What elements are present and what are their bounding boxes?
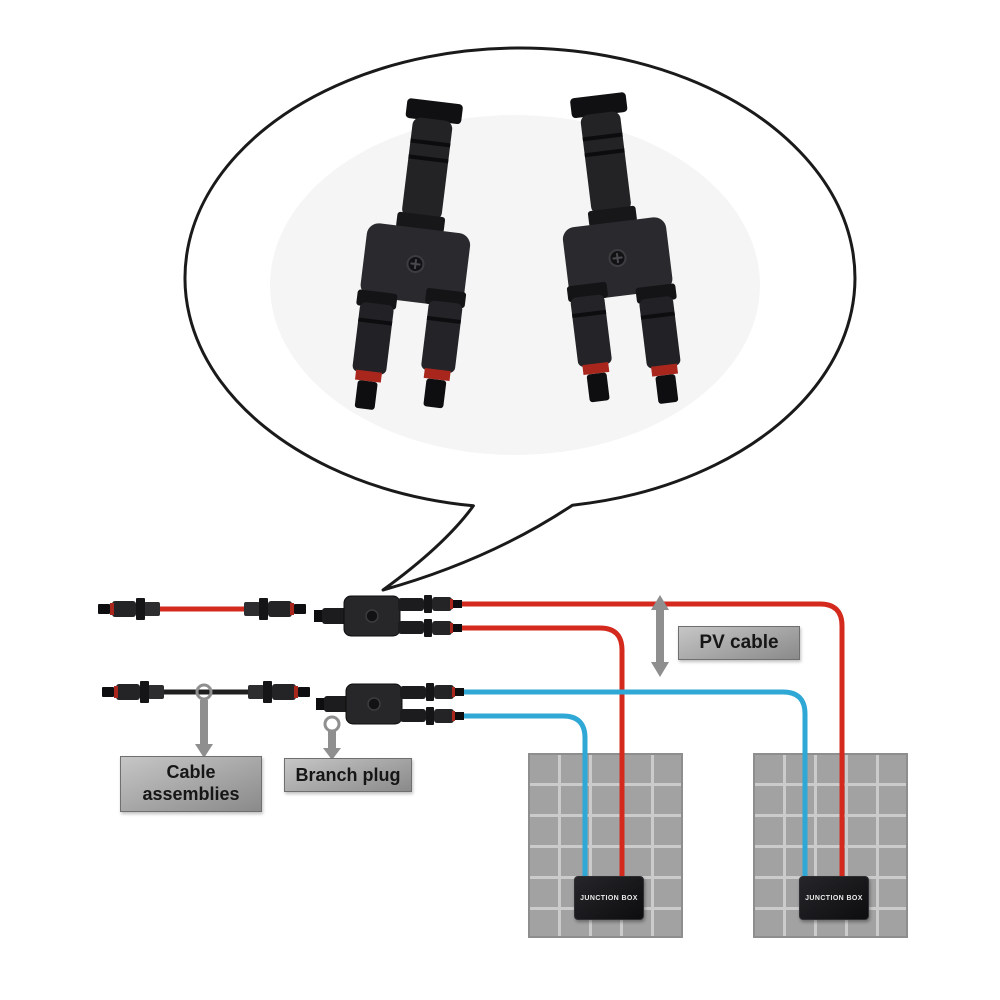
mc4-connector xyxy=(244,598,306,620)
cable-assemblies-arrow xyxy=(195,683,213,758)
speech-bubble xyxy=(183,46,857,592)
pv-cable-red-right xyxy=(462,601,845,880)
solar-panel-right xyxy=(753,753,908,938)
mc4-connector xyxy=(98,598,160,620)
pv-cable-blue-left xyxy=(464,713,588,880)
branch-plug-top xyxy=(313,595,462,637)
junction-box-right: JUNCTION BOX xyxy=(799,876,869,920)
junction-box-label: JUNCTION BOX xyxy=(805,894,863,902)
junction-box-left: JUNCTION BOX xyxy=(574,876,644,920)
mc4-connector xyxy=(426,683,464,701)
pv-cable-arrow xyxy=(651,595,669,677)
mc4-connector xyxy=(424,595,462,613)
branch-plug-arrow xyxy=(323,715,341,760)
pv-cable-red-left xyxy=(462,625,625,880)
cable-assembly-black xyxy=(102,681,310,703)
mc4-connector xyxy=(424,619,462,637)
solar-panel-left xyxy=(528,753,683,938)
pv-cable-label: PV cable xyxy=(678,626,800,660)
photo-background xyxy=(270,115,760,455)
mc4-connector xyxy=(248,681,310,703)
cable-assembly-red xyxy=(98,598,306,620)
mc4-connector xyxy=(426,707,464,725)
cable-assemblies-label: Cable assemblies xyxy=(120,756,262,812)
branch-plug-label: Branch plug xyxy=(284,758,412,792)
mc4-connector xyxy=(102,681,164,703)
junction-box-label: JUNCTION BOX xyxy=(580,894,638,902)
pv-cable-blue-right xyxy=(464,689,808,880)
